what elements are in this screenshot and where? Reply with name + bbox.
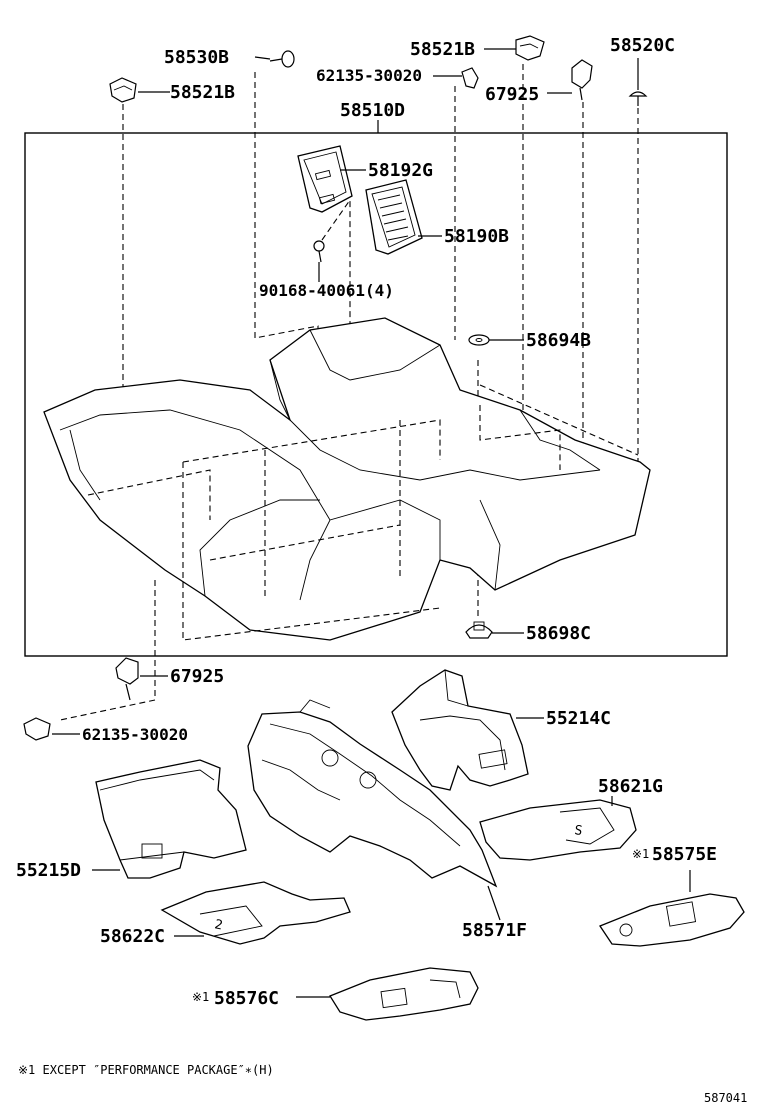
silencer-55215D	[95, 759, 247, 879]
clip-58698C-icon	[465, 621, 493, 639]
label-58576C: 58576C	[214, 988, 279, 1009]
label-67925-bottom: 67925	[170, 666, 224, 687]
label-58190B: 58190B	[444, 226, 509, 247]
clip-58521B-left-icon	[109, 77, 137, 103]
insulator-58571F	[247, 699, 498, 888]
floor-mat-58622C: 2	[160, 881, 351, 945]
clip-62135-top-icon	[461, 67, 479, 89]
label-58521B-top: 58521B	[410, 39, 475, 60]
label-58510D: 58510D	[340, 100, 405, 121]
heel-pad-58192G	[297, 145, 353, 213]
svg-text:S: S	[573, 823, 583, 839]
label-58530B: 58530B	[164, 47, 229, 68]
floor-mat-58576C	[329, 967, 479, 1021]
label-58621G: 58621G	[598, 776, 663, 797]
label-58192G: 58192G	[368, 160, 433, 181]
floor-mat-58621G: S	[479, 799, 637, 861]
label-58520C: 58520C	[610, 35, 675, 56]
silencer-55214C	[391, 669, 529, 791]
label-58622C: 58622C	[100, 926, 165, 947]
label-58571F: 58571F	[462, 920, 527, 941]
clip-62135-bottom-icon	[23, 717, 51, 741]
label-67925-top: 67925	[485, 84, 539, 105]
clip-58521B-top-icon	[515, 35, 545, 61]
clip-58520C-icon	[628, 91, 648, 106]
label-58698C: 58698C	[526, 623, 591, 644]
assembly-frame	[24, 132, 728, 657]
screw-90168-icon	[313, 240, 325, 263]
floor-carpet-58510D	[43, 317, 651, 641]
washer-58694B-icon	[468, 334, 490, 346]
floor-mat-58575E	[599, 893, 745, 947]
note-mark-58576C: ※1	[192, 990, 209, 1004]
label-90168: 90168-40061(4)	[259, 281, 394, 300]
label-55215D: 55215D	[16, 860, 81, 881]
svg-text:2: 2	[213, 917, 224, 933]
clip-58530B-icon	[269, 50, 295, 68]
clip-67925-top-icon	[571, 59, 593, 101]
label-58694B: 58694B	[526, 330, 591, 351]
note-mark-58575E: ※1	[632, 847, 649, 861]
footnote: ※1 EXCEPT ″PERFORMANCE PACKAGE″∗(H)	[18, 1063, 274, 1077]
label-62135-bottom: 62135-30020	[82, 725, 188, 744]
label-55214C: 55214C	[546, 708, 611, 729]
heel-pad-58190B	[365, 179, 423, 255]
label-58575E: 58575E	[652, 844, 717, 865]
clip-67925-bottom-icon	[115, 657, 139, 701]
diagram-code: 587041	[704, 1091, 747, 1105]
label-62135-top: 62135-30020	[316, 66, 422, 85]
label-58521B-left: 58521B	[170, 82, 235, 103]
